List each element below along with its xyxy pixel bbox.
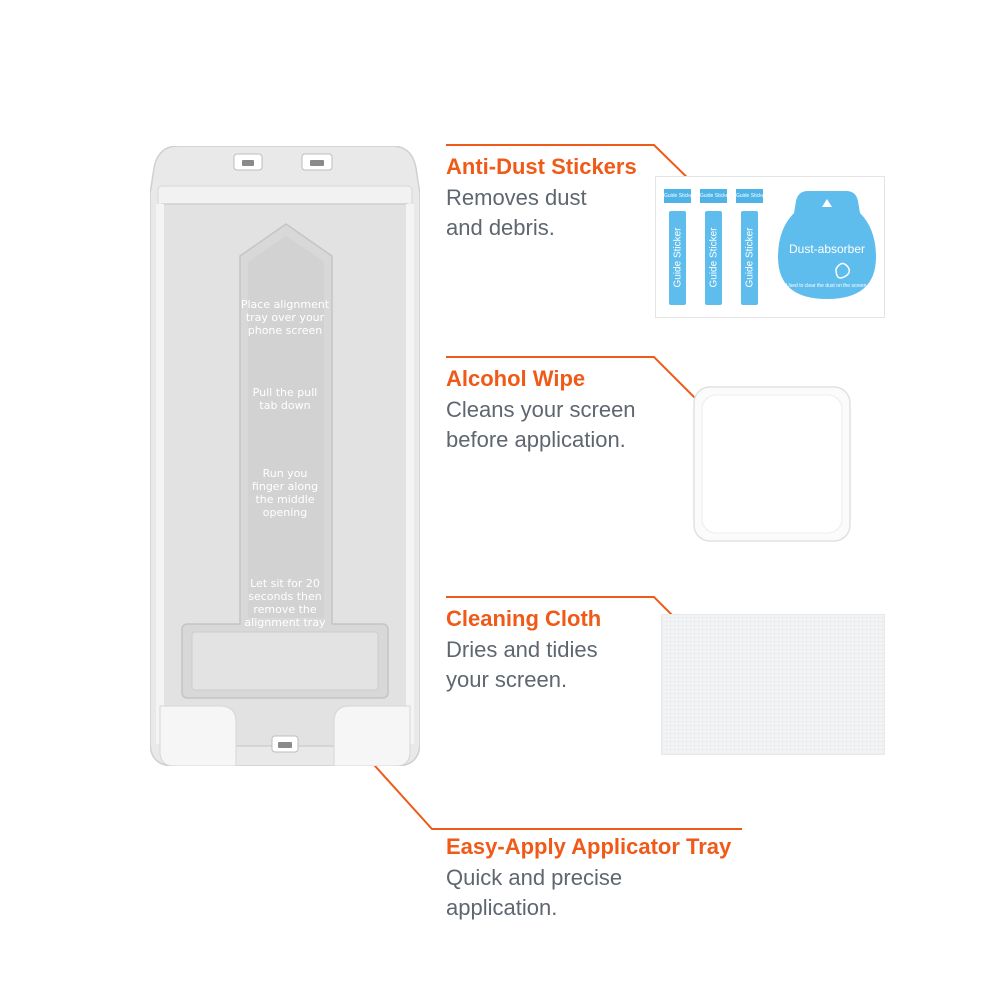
alcohol-wipe-illustration xyxy=(693,386,851,542)
guide-sticker-strip: Guide Sticker Guide Sticker xyxy=(664,189,691,305)
callout-desc-cloth-line-1: Dries and tidies xyxy=(446,637,598,662)
guide-sticker-strip: Guide Sticker Guide Sticker xyxy=(700,189,727,305)
hand-icon xyxy=(835,262,851,279)
callout-title-tray: Easy-Apply Applicator Tray xyxy=(446,834,732,859)
applicator-tray: Place alignment tray over your phone scr… xyxy=(150,146,420,766)
callout-title-cloth: Cleaning Cloth xyxy=(446,606,602,631)
anti-dust-stickers-card: Guide Sticker Guide Sticker Guide Sticke… xyxy=(655,176,885,318)
alcohol-wipe xyxy=(693,386,851,542)
callout-desc-wipe-line-2: before application. xyxy=(446,427,626,452)
callout-desc-cloth-line-2: your screen. xyxy=(446,667,568,692)
callout-desc-stickers-line-2: and debris. xyxy=(446,215,555,240)
dust-absorber-label: Dust-absorber xyxy=(788,242,866,256)
tray-step-3: Run you finger along the middle opening xyxy=(251,467,319,519)
cleaning-cloth xyxy=(661,614,885,755)
applicator-tray-illustration xyxy=(150,146,420,766)
tray-step-2: Pull the pull tab down xyxy=(252,386,318,412)
tray-step-1: Place alignment tray over your phone scr… xyxy=(240,298,330,337)
dust-absorber-shape xyxy=(778,191,876,299)
callout-desc-tray-line-1: Quick and precise xyxy=(446,865,623,890)
callout-desc-stickers-line-1: Removes dust xyxy=(446,185,587,210)
dust-absorber-sticker: Dust-absorber Used to clear the dust on … xyxy=(778,187,876,305)
guide-sticker-strip: Guide Sticker Guide Sticker xyxy=(736,189,763,305)
callout-title-stickers: Anti-Dust Stickers xyxy=(446,154,637,179)
callout-desc-tray-line-2: application. xyxy=(446,895,558,920)
dust-absorber-note: Used to clear the dust on the screen. xyxy=(786,283,868,289)
tray-step-4: Let sit for 20 seconds then remove the a… xyxy=(244,577,326,629)
callout-desc-wipe-line-1: Cleans your screen xyxy=(446,397,636,422)
arrow-up-icon xyxy=(822,199,832,207)
callout-title-wipe: Alcohol Wipe xyxy=(446,366,586,391)
